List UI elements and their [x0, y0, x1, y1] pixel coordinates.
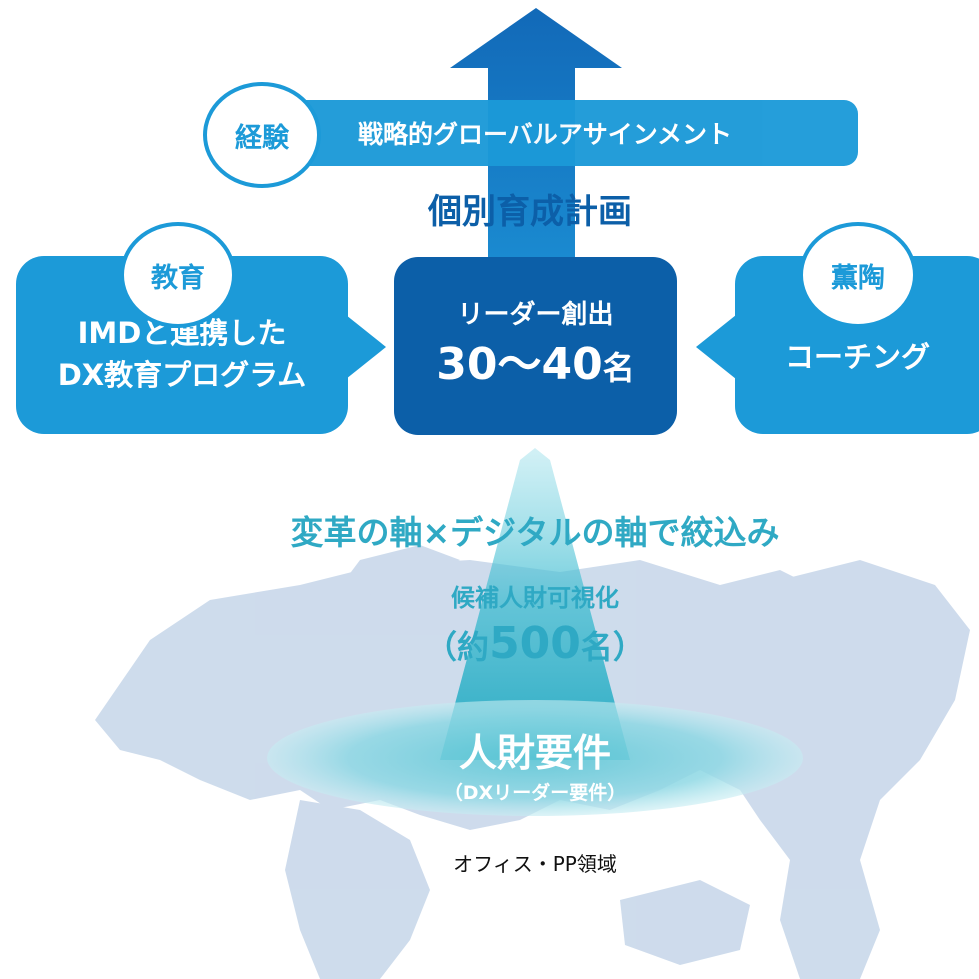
- mentoring-label: コーチング: [785, 340, 931, 374]
- requirements-title: 人財要件: [458, 731, 611, 775]
- education-badge: 教育: [120, 222, 236, 328]
- map-australia: [620, 880, 750, 965]
- experience-badge: 経験: [203, 82, 321, 188]
- mentoring-pointer: [696, 315, 736, 379]
- education-line2: DX教育プログラム: [57, 358, 307, 392]
- leader-unit: 名: [602, 348, 635, 387]
- candidates-count-line: （約500名）: [380, 618, 690, 669]
- candidates-open: （約: [425, 628, 490, 666]
- experience-badge-label: 経験: [235, 122, 289, 154]
- requirements-ellipse: [267, 700, 803, 816]
- candidates-line1: 候補人財可視化: [451, 584, 619, 612]
- leader-box: リーダー創出 30〜40名: [394, 257, 677, 435]
- mentoring-badge: 薫陶: [799, 222, 917, 328]
- education-badge-label: 教育: [151, 262, 205, 294]
- candidates-count: 500: [489, 618, 581, 669]
- filter-text: 変革の軸×デジタルの軸で絞込み: [290, 513, 780, 552]
- candidates-close: 名）: [580, 628, 645, 666]
- mentoring-badge-label: 薫陶: [831, 262, 885, 294]
- education-pointer: [346, 315, 386, 379]
- leader-count: 30〜40: [436, 338, 603, 390]
- scope-label: オフィス・PP領域: [453, 852, 617, 876]
- requirements-subtitle: （DXリーダー要件）: [443, 782, 627, 804]
- leader-line1: リーダー創出: [457, 299, 614, 330]
- selection-cone: [440, 448, 630, 760]
- map-americas: [740, 560, 970, 979]
- experience-bar: 戦略的グローバルアサインメント: [228, 100, 858, 166]
- leader-count-line: 30〜40名: [436, 335, 634, 398]
- map-europe-north: [330, 545, 460, 600]
- plan-title: 個別育成計画: [428, 192, 632, 232]
- experience-label: 戦略的グローバルアサインメント: [358, 120, 733, 149]
- map-africa: [285, 800, 430, 979]
